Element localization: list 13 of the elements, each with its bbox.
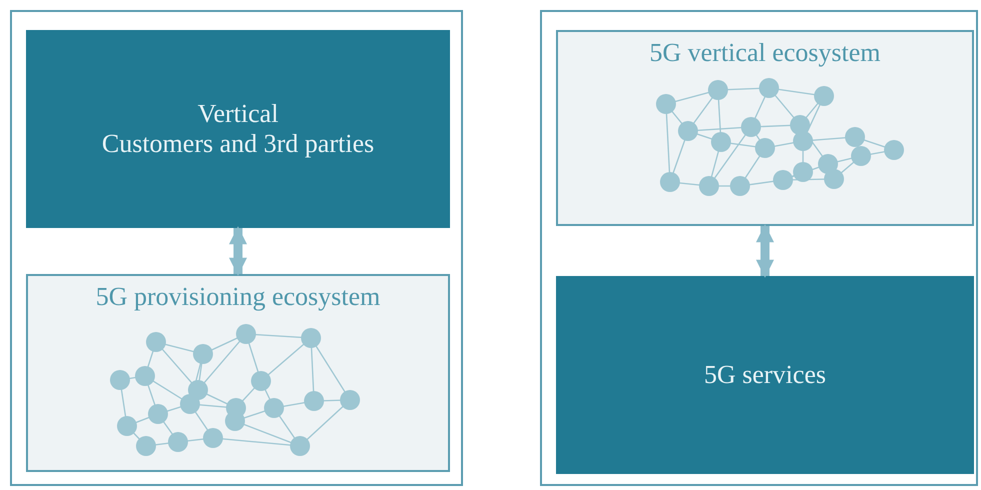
panel-frame	[540, 10, 978, 486]
ecosystem-box	[26, 274, 450, 472]
box-label: Customers and 3rd parties	[102, 129, 374, 159]
box-label: 5G services	[704, 360, 826, 390]
double-arrow	[756, 224, 774, 278]
stakeholder-box	[26, 30, 450, 228]
box-label: Vertical	[198, 99, 278, 129]
double-arrow	[229, 226, 247, 276]
box-heading: 5G provisioning ecosystem	[94, 282, 382, 312]
box-heading: 5G vertical ecosystem	[648, 38, 882, 68]
ecosystem-box	[556, 30, 974, 226]
panel-frame	[10, 10, 463, 486]
stakeholder-box	[556, 276, 974, 474]
